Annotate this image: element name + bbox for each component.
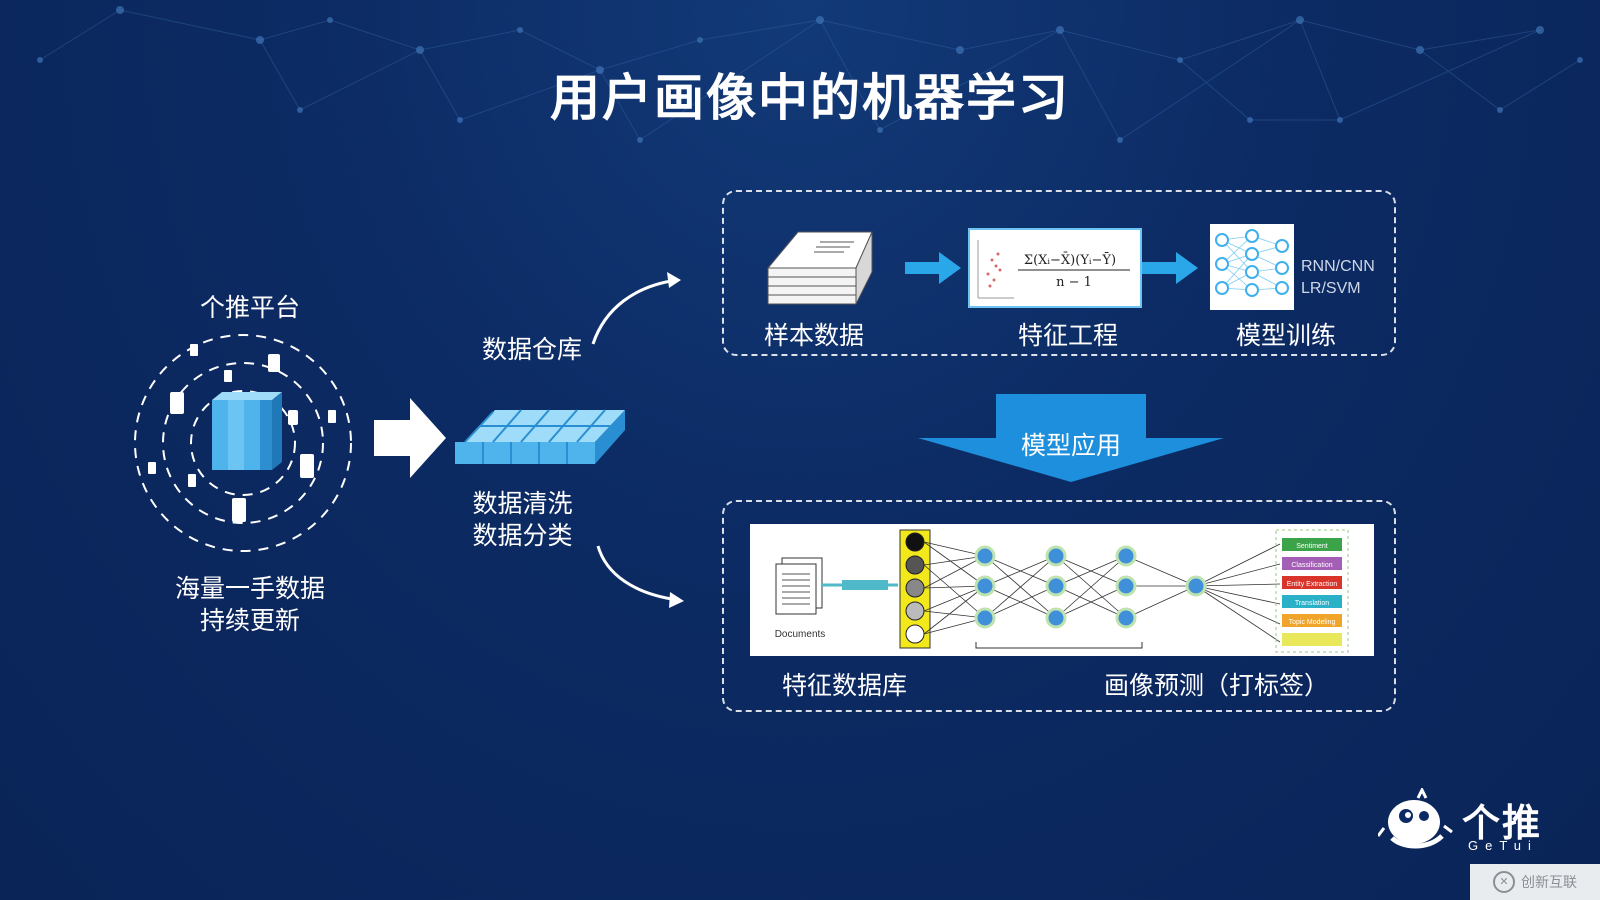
phone-icons bbox=[148, 344, 336, 522]
output-label: Translation bbox=[1295, 600, 1329, 607]
warehouse-caption: 数据清洗 数据分类 bbox=[450, 488, 595, 552]
watermark: ✕ 创新互联 bbox=[1470, 864, 1600, 900]
svg-text:Σ(Xᵢ−X̄)(Yᵢ−Ȳ): Σ(Xᵢ−X̄)(Yᵢ−Ȳ) bbox=[1024, 252, 1116, 268]
nlp-pipeline-panel: Documents bbox=[750, 524, 1374, 656]
feature-engineering-panel: Σ(Xᵢ−X̄)(Yᵢ−Ȳ) n − 1 bbox=[968, 228, 1142, 308]
getui-logo-subtext: GeTui bbox=[1468, 838, 1538, 853]
step-model-training: 模型训练 bbox=[1235, 321, 1336, 350]
model-apply-arrow-icon bbox=[918, 394, 1224, 482]
platform-caption: 海量一手数据 持续更新 bbox=[150, 573, 350, 637]
platform-title: 个推平台 bbox=[199, 293, 300, 322]
output-label: Sentiment bbox=[1296, 543, 1328, 550]
white-right-arrow-icon bbox=[374, 398, 446, 478]
documents-icon bbox=[775, 557, 823, 615]
page-title: 用户画像中的机器学习 bbox=[550, 69, 1070, 127]
nlp-pipeline-diagram: Documents bbox=[775, 529, 1349, 653]
platform-orbit-diagram bbox=[134, 334, 352, 552]
warehouse-caption-line2: 数据分类 bbox=[472, 521, 573, 550]
step-sample-data: 样本数据 bbox=[763, 321, 864, 350]
blue-arrow-icon bbox=[905, 252, 961, 284]
getui-logo-text: 个推 bbox=[1462, 801, 1543, 845]
platform-caption-line2: 持续更新 bbox=[199, 606, 300, 635]
data-warehouse-blocks-icon bbox=[455, 409, 625, 464]
covariance-formula-graphic: Σ(Xᵢ−X̄)(Yᵢ−Ȳ) n − 1 bbox=[977, 240, 1130, 299]
blue-arrow-icon bbox=[1142, 252, 1198, 284]
getui-mascot-logo bbox=[1378, 788, 1453, 849]
output-label: Topic Modeling bbox=[1289, 619, 1336, 626]
curved-arrow-down-icon bbox=[596, 545, 684, 608]
model-apply-label: 模型应用 bbox=[1020, 431, 1121, 460]
model-types: RNN/CNN LR/SVM bbox=[1301, 256, 1375, 300]
output-label: Classification bbox=[1291, 562, 1332, 569]
neural-network-icon bbox=[1215, 229, 1289, 297]
output-label: Entity Extraction bbox=[1287, 581, 1338, 588]
svg-text:n − 1: n − 1 bbox=[1056, 275, 1092, 290]
warehouse-label: 数据仓库 bbox=[482, 335, 583, 364]
paper-stack-icon bbox=[766, 231, 873, 305]
feature-database-label: 特征数据库 bbox=[782, 671, 908, 700]
model-types-line1: RNN/CNN bbox=[1301, 258, 1375, 275]
profile-prediction-label: 画像预测（打标签） bbox=[1104, 671, 1330, 700]
watermark-icon: ✕ bbox=[1493, 871, 1515, 893]
watermark-text: 创新互联 bbox=[1521, 875, 1577, 891]
documents-caption: Documents bbox=[775, 629, 826, 640]
platform-caption-line1: 海量一手数据 bbox=[174, 574, 325, 603]
prediction-box bbox=[722, 500, 1396, 712]
model-training-box bbox=[722, 190, 1396, 356]
server-icon bbox=[212, 392, 282, 470]
warehouse-caption-line1: 数据清洗 bbox=[472, 489, 573, 518]
model-types-line2: LR/SVM bbox=[1301, 280, 1361, 297]
neural-network-panel bbox=[1210, 224, 1294, 310]
step-feature-engineering: 特征工程 bbox=[1017, 321, 1118, 350]
curved-arrow-up-icon bbox=[591, 272, 681, 345]
